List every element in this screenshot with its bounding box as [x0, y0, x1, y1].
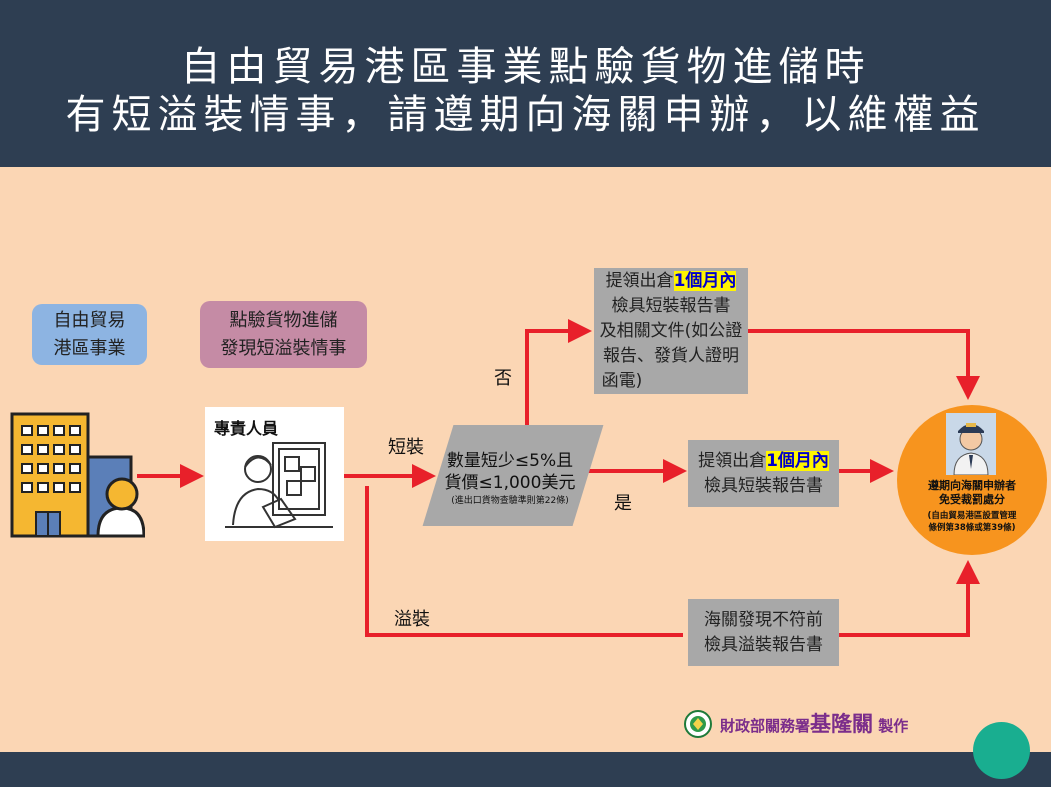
- arrow-overage-path: [365, 486, 683, 637]
- yes-branch-box: 提領出倉1個月內 檢具短裝報告書: [688, 440, 839, 507]
- over-box-line-2: 檢具溢裝報告書: [704, 634, 823, 655]
- title-line-1: 自由貿易港區事業點驗貨物進儲時: [180, 44, 871, 90]
- inspection-label-line-1: 點驗貨物進儲: [229, 309, 338, 331]
- result-text: 遵期向海關申辦者 免受裁罰處分: [897, 479, 1047, 507]
- yes-box-deadline: 1個月內: [766, 450, 829, 471]
- over-box-line-1: 海關發現不符前: [704, 609, 823, 630]
- arrow-over-box-to-result: [839, 560, 980, 637]
- result-note-line-1: (自由貿易港區設置管理: [927, 511, 1017, 521]
- shortage-branch-label: 短裝: [388, 437, 424, 458]
- credit-org: 財政部關務署: [720, 717, 811, 735]
- overage-branch-label: 溢裝: [394, 609, 430, 630]
- condition-note: (進出口貨物查驗準則第22條): [451, 496, 569, 506]
- no-box-deadline: 1個月內: [673, 270, 737, 291]
- office-building-icon: [10, 412, 145, 538]
- credit-line: 財政部關務署基隆關 製作: [720, 712, 908, 738]
- yes-box-line-2: 檢具短裝報告書: [704, 475, 823, 496]
- arrow-condition-to-no-box: [525, 319, 592, 425]
- no-box-prefix: 提領出倉: [605, 270, 674, 291]
- no-branch-label: 否: [494, 368, 512, 389]
- staff-label: 專責人員: [214, 419, 279, 438]
- condition-line-1: 數量短少≤5%且: [446, 451, 574, 471]
- condition-text: 數量短少≤5%且 貨價≤1,000美元 (進出口貨物查驗準則第22條): [405, 450, 615, 508]
- inspection-label-line-2: 發現短溢裝情事: [220, 337, 347, 359]
- credit-office: 基隆關: [810, 712, 874, 736]
- inspection-label-box: 點驗貨物進儲發現短溢裝情事: [200, 301, 367, 368]
- footer-bar: [0, 752, 1051, 787]
- no-box-line-4: 報告、發貨人證明: [602, 345, 739, 366]
- customs-officer-icon: [946, 413, 996, 475]
- credit-suffix: 製作: [878, 717, 909, 735]
- result-note-line-2: 條例第38條或第39條): [928, 523, 1016, 533]
- result-line-1: 遵期向海關申辦者: [928, 479, 1016, 492]
- no-branch-box: 提領出倉1個月內 檢具短裝報告書 及相關文件(如公證 報告、發貨人證明 函電): [594, 268, 748, 394]
- enterprise-label-line-1: 自由貿易: [53, 309, 126, 331]
- arrow-no-box-to-result: [748, 329, 980, 400]
- overage-box: 海關發現不符前 檢具溢裝報告書: [688, 599, 839, 666]
- condition-line-2: 貨價≤1,000美元: [444, 473, 576, 493]
- title-line-2: 有短溢裝情事，請遵期向海關申辦，以維權益: [65, 92, 986, 138]
- enterprise-label-line-2: 港區事業: [53, 337, 126, 359]
- no-box-line-2: 檢具短裝報告書: [611, 295, 731, 316]
- result-note: (自由貿易港區設置管理 條例第38條或第39條): [908, 510, 1036, 534]
- no-box-line-5: 函電): [601, 370, 643, 391]
- header-banner: [0, 0, 1051, 167]
- staff-card: 專責人員: [205, 407, 344, 541]
- yes-box-prefix: 提領出倉: [698, 450, 767, 471]
- worker-checking-goods-icon: [225, 442, 333, 529]
- accent-circle: [973, 722, 1030, 779]
- result-line-2: 免受裁罰處分: [939, 493, 1005, 506]
- enterprise-label-box: 自由貿易港區事業: [32, 304, 147, 365]
- no-box-line-3: 及相關文件(如公證: [599, 320, 743, 341]
- customs-logo-icon: [684, 710, 712, 738]
- yes-branch-label: 是: [614, 493, 632, 514]
